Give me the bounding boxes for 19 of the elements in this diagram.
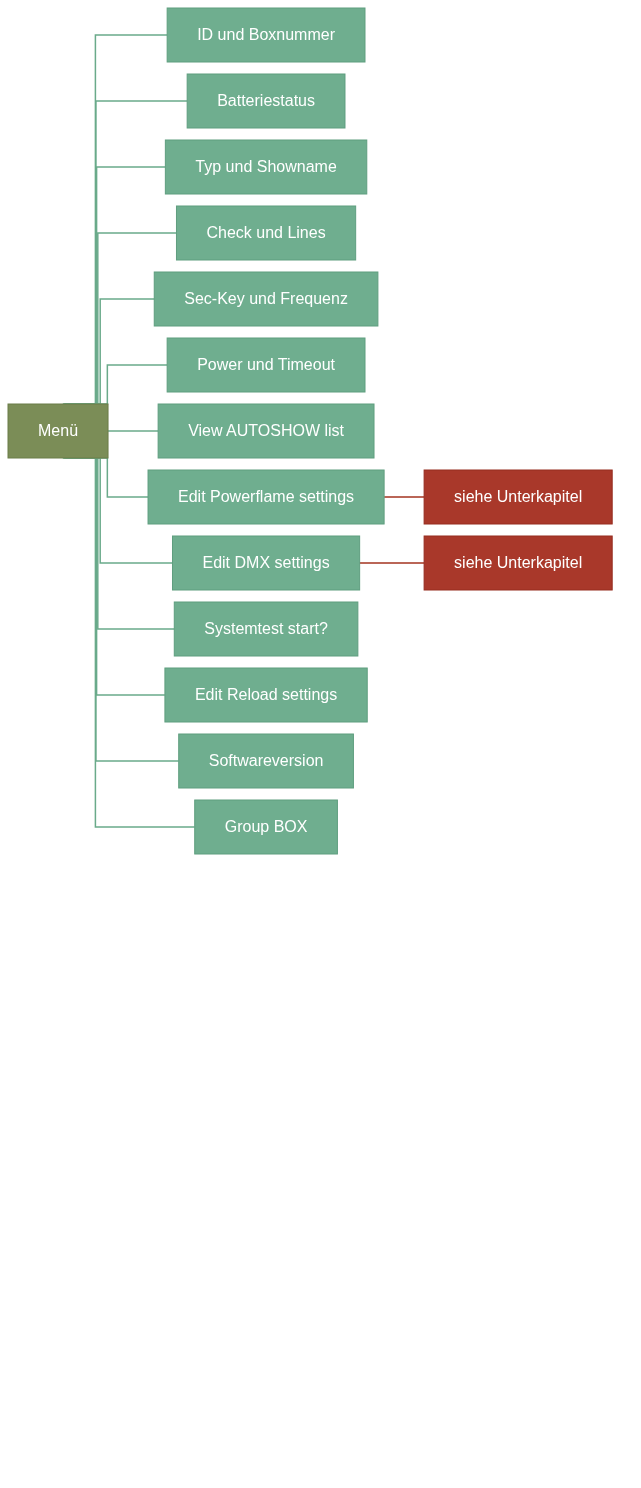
node-box: Sec-Key und Frequenz — [153, 271, 379, 327]
node-box: siehe Unterkapitel — [423, 469, 613, 525]
node-box: Edit Powerflame settings — [147, 469, 385, 525]
node-box: siehe Unterkapitel — [423, 535, 613, 591]
node-box: Edit Reload settings — [164, 667, 368, 723]
node-box: Power und Timeout — [166, 337, 366, 393]
node-box: Batteriestatus — [186, 73, 346, 129]
connector — [358, 562, 425, 564]
connector — [107, 430, 159, 432]
node-box: Menü — [7, 403, 109, 459]
node-box: Softwareversion — [178, 733, 354, 789]
node-box: Typ und Showname — [164, 139, 368, 195]
node-box: ID und Boxnummer — [166, 7, 366, 63]
node-box: Group BOX — [194, 799, 338, 855]
node-box: Systemtest start? — [173, 601, 359, 657]
node-box: Check und Lines — [176, 205, 357, 261]
connector — [383, 496, 425, 498]
node-box: View AUTOSHOW list — [157, 403, 375, 459]
node-box: Edit DMX settings — [172, 535, 361, 591]
